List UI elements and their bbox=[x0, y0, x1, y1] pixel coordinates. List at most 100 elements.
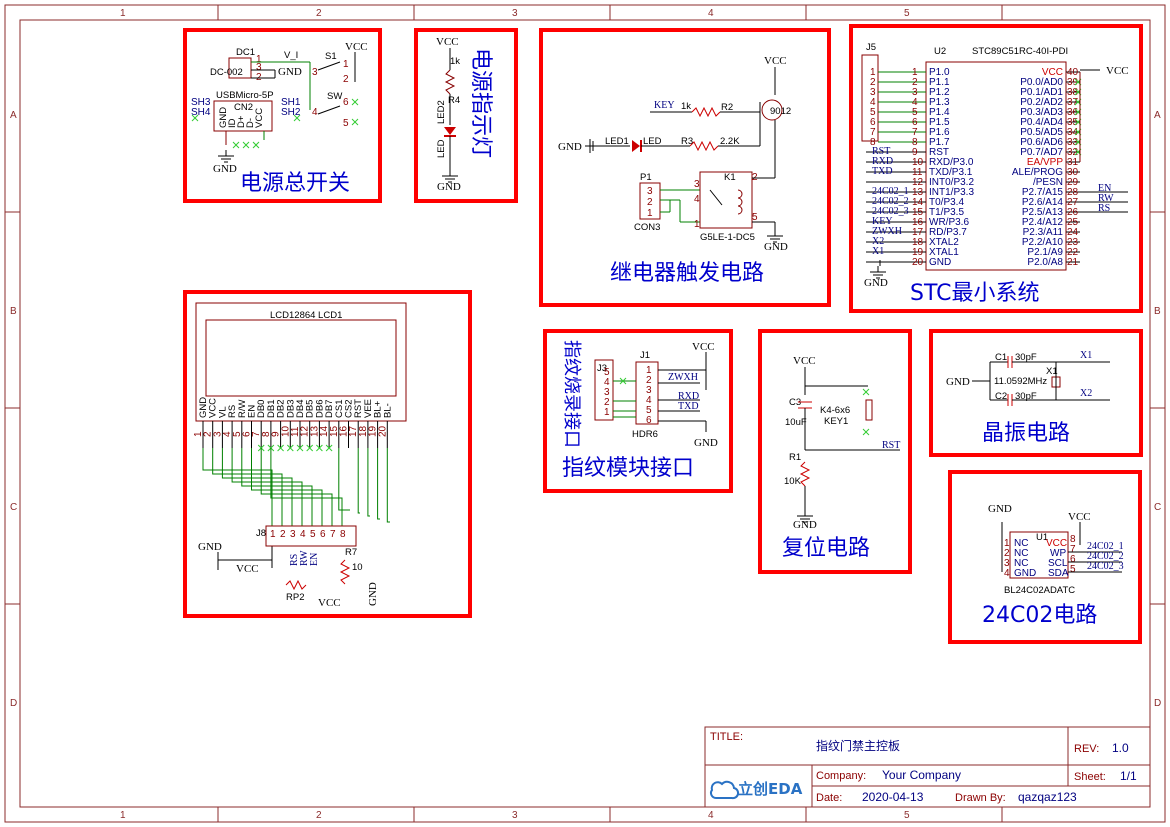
usb-type: USBMicro-5P bbox=[216, 90, 274, 101]
r3-val: 2.2K bbox=[720, 136, 740, 147]
lcd-pin-number: 13 bbox=[309, 425, 320, 437]
mcu-pin-number: 32 bbox=[1067, 147, 1079, 158]
col-label: 4 bbox=[708, 8, 714, 19]
mcu-pin-number: 9 bbox=[912, 147, 918, 158]
mcu-pin-name: P2.1/A9 bbox=[1027, 247, 1063, 258]
svg-text:4: 4 bbox=[1004, 568, 1010, 579]
col-label: 2 bbox=[316, 8, 322, 19]
sheet-label: Sheet: bbox=[1074, 771, 1106, 783]
vcc-label: VCC bbox=[436, 36, 459, 48]
svg-text:1: 1 bbox=[647, 208, 653, 219]
svg-text:SH1: SH1 bbox=[281, 97, 301, 108]
fingerprint-side-label: 指纹烧录接口 bbox=[561, 340, 582, 448]
mcu-net-label: RS bbox=[1098, 203, 1110, 214]
mcu-pin-number: 3 bbox=[912, 87, 918, 98]
svg-text:3: 3 bbox=[1004, 558, 1010, 569]
svg-text:4: 4 bbox=[694, 194, 700, 205]
j8-pin-number: 1 bbox=[270, 529, 276, 540]
led1-ref: LED1 bbox=[605, 136, 629, 147]
mcu-pin-name: EA/VPP bbox=[1027, 157, 1063, 168]
col-label: 2 bbox=[316, 810, 322, 821]
mcu-pin-number: 18 bbox=[912, 237, 924, 248]
col-label: 3 bbox=[512, 8, 518, 19]
mcu-pin-name: GND bbox=[929, 257, 951, 268]
title-value: 指纹门禁主控板 bbox=[816, 738, 900, 753]
mcu-pin-name: P0.4/AD4 bbox=[1020, 117, 1063, 128]
svg-text:GND: GND bbox=[1014, 568, 1036, 579]
gnd-label: GND bbox=[198, 541, 222, 553]
sheet-value: 1/1 bbox=[1120, 769, 1137, 783]
vcc-label: VCC bbox=[764, 55, 787, 67]
mcu-pin-number: 23 bbox=[1067, 237, 1079, 248]
lcd-pin-name: VL bbox=[217, 406, 228, 418]
svg-text:3: 3 bbox=[646, 385, 652, 396]
led-pin: LED bbox=[436, 139, 447, 158]
drawn-value: qazqaz123 bbox=[1018, 790, 1077, 804]
lcd-pin-name: DB7 bbox=[324, 400, 335, 418]
lcd-pin-number: 5 bbox=[232, 431, 243, 437]
vcc-label: VCC bbox=[1068, 511, 1091, 523]
lcd-pin-number: 9 bbox=[271, 431, 282, 437]
mcu-pin-number: 28 bbox=[1067, 187, 1079, 198]
mcu-pin-number: 35 bbox=[1067, 117, 1079, 128]
gnd-label: GND bbox=[946, 376, 970, 388]
led2-ref: LED2 bbox=[436, 100, 447, 124]
relay-type: G5LE-1-DC5 bbox=[700, 232, 755, 243]
svg-text:8: 8 bbox=[1070, 534, 1076, 545]
mcu-pin-number: 8 bbox=[912, 137, 918, 148]
mcu-pin-number: 38 bbox=[1067, 87, 1079, 98]
lcd-pin-name: RS bbox=[227, 405, 238, 418]
reset-label: 复位电路 bbox=[782, 536, 870, 561]
eeprom-block: GND VCC U1 NC NC NC GND VCC WP SCL SDA 1… bbox=[948, 470, 1142, 644]
date-value: 2020-04-13 bbox=[862, 790, 924, 804]
gnd-label: GND bbox=[558, 141, 582, 153]
mcu-pin-number: 36 bbox=[1067, 107, 1079, 118]
j5-pin-number: 4 bbox=[870, 97, 876, 108]
lcd-pin-name: DB3 bbox=[285, 400, 296, 418]
j8-pin-number: 6 bbox=[320, 529, 326, 540]
mcu-pin-number: 13 bbox=[912, 187, 924, 198]
crystal-block: C1 30pF X1 GND X1 11.0592MHz C2 30pF X2 … bbox=[929, 329, 1143, 457]
relay-label: 继电器触发电路 bbox=[610, 261, 764, 286]
lcd-pin-number: 2 bbox=[203, 431, 214, 437]
r2-val: 1k bbox=[681, 101, 691, 112]
svg-text:NC: NC bbox=[1014, 558, 1028, 569]
lcd-pin-number: 1 bbox=[193, 431, 204, 437]
power-switch-label: 电源总开关 bbox=[240, 171, 350, 196]
mcu-pin-name: P1.5 bbox=[929, 117, 950, 128]
j5-pin-number: 8 bbox=[870, 137, 876, 148]
row-label: B bbox=[1154, 306, 1161, 317]
r4-val: 1k bbox=[450, 56, 460, 67]
svg-text:SDA: SDA bbox=[1048, 568, 1069, 579]
lcd-pin-number: 8 bbox=[261, 431, 272, 437]
lcd-pin-number: 16 bbox=[339, 425, 350, 437]
date-label: Date: bbox=[816, 792, 842, 804]
mcu-pin-number: 6 bbox=[912, 117, 918, 128]
mcu-pin-name: P0.6/AD6 bbox=[1020, 137, 1063, 148]
mcu-pin-number: 26 bbox=[1067, 207, 1079, 218]
c3-ref: C3 bbox=[789, 397, 801, 408]
col-label: 1 bbox=[120, 8, 126, 19]
mcu-pin-number: 14 bbox=[912, 197, 924, 208]
j3-ref: J3 bbox=[597, 363, 607, 374]
lcd-pin-name: RST bbox=[353, 399, 364, 418]
j8-pin-number: 2 bbox=[280, 529, 286, 540]
lcd-pin-number: 19 bbox=[368, 425, 379, 437]
u2-ref: U2 bbox=[934, 46, 946, 57]
lcd-pin-name: DB5 bbox=[305, 400, 316, 418]
svg-text:1: 1 bbox=[1004, 538, 1010, 549]
mcu-pin-number: 17 bbox=[912, 227, 924, 238]
key-net: KEY bbox=[654, 100, 675, 111]
svg-text:24C02_1: 24C02_1 bbox=[1087, 541, 1124, 552]
reset-block: VCC C3 10uF K4-6x6 KEY1 RST R1 10K GND 复… bbox=[758, 329, 912, 574]
x1-ref: X1 bbox=[1046, 366, 1058, 377]
r7-val: 10 bbox=[352, 562, 363, 573]
mcu-pin-number: 19 bbox=[912, 247, 924, 258]
mcu-pin-name: P1.7 bbox=[929, 137, 950, 148]
svg-text:1: 1 bbox=[343, 59, 349, 70]
grid-labels: 1 2 3 4 5 1 2 3 4 5 A B C D A B C D bbox=[10, 8, 1161, 821]
mcu-pin-number: 11 bbox=[912, 167, 923, 178]
svg-text:4: 4 bbox=[604, 377, 610, 388]
j8-pin-number: 8 bbox=[340, 529, 346, 540]
